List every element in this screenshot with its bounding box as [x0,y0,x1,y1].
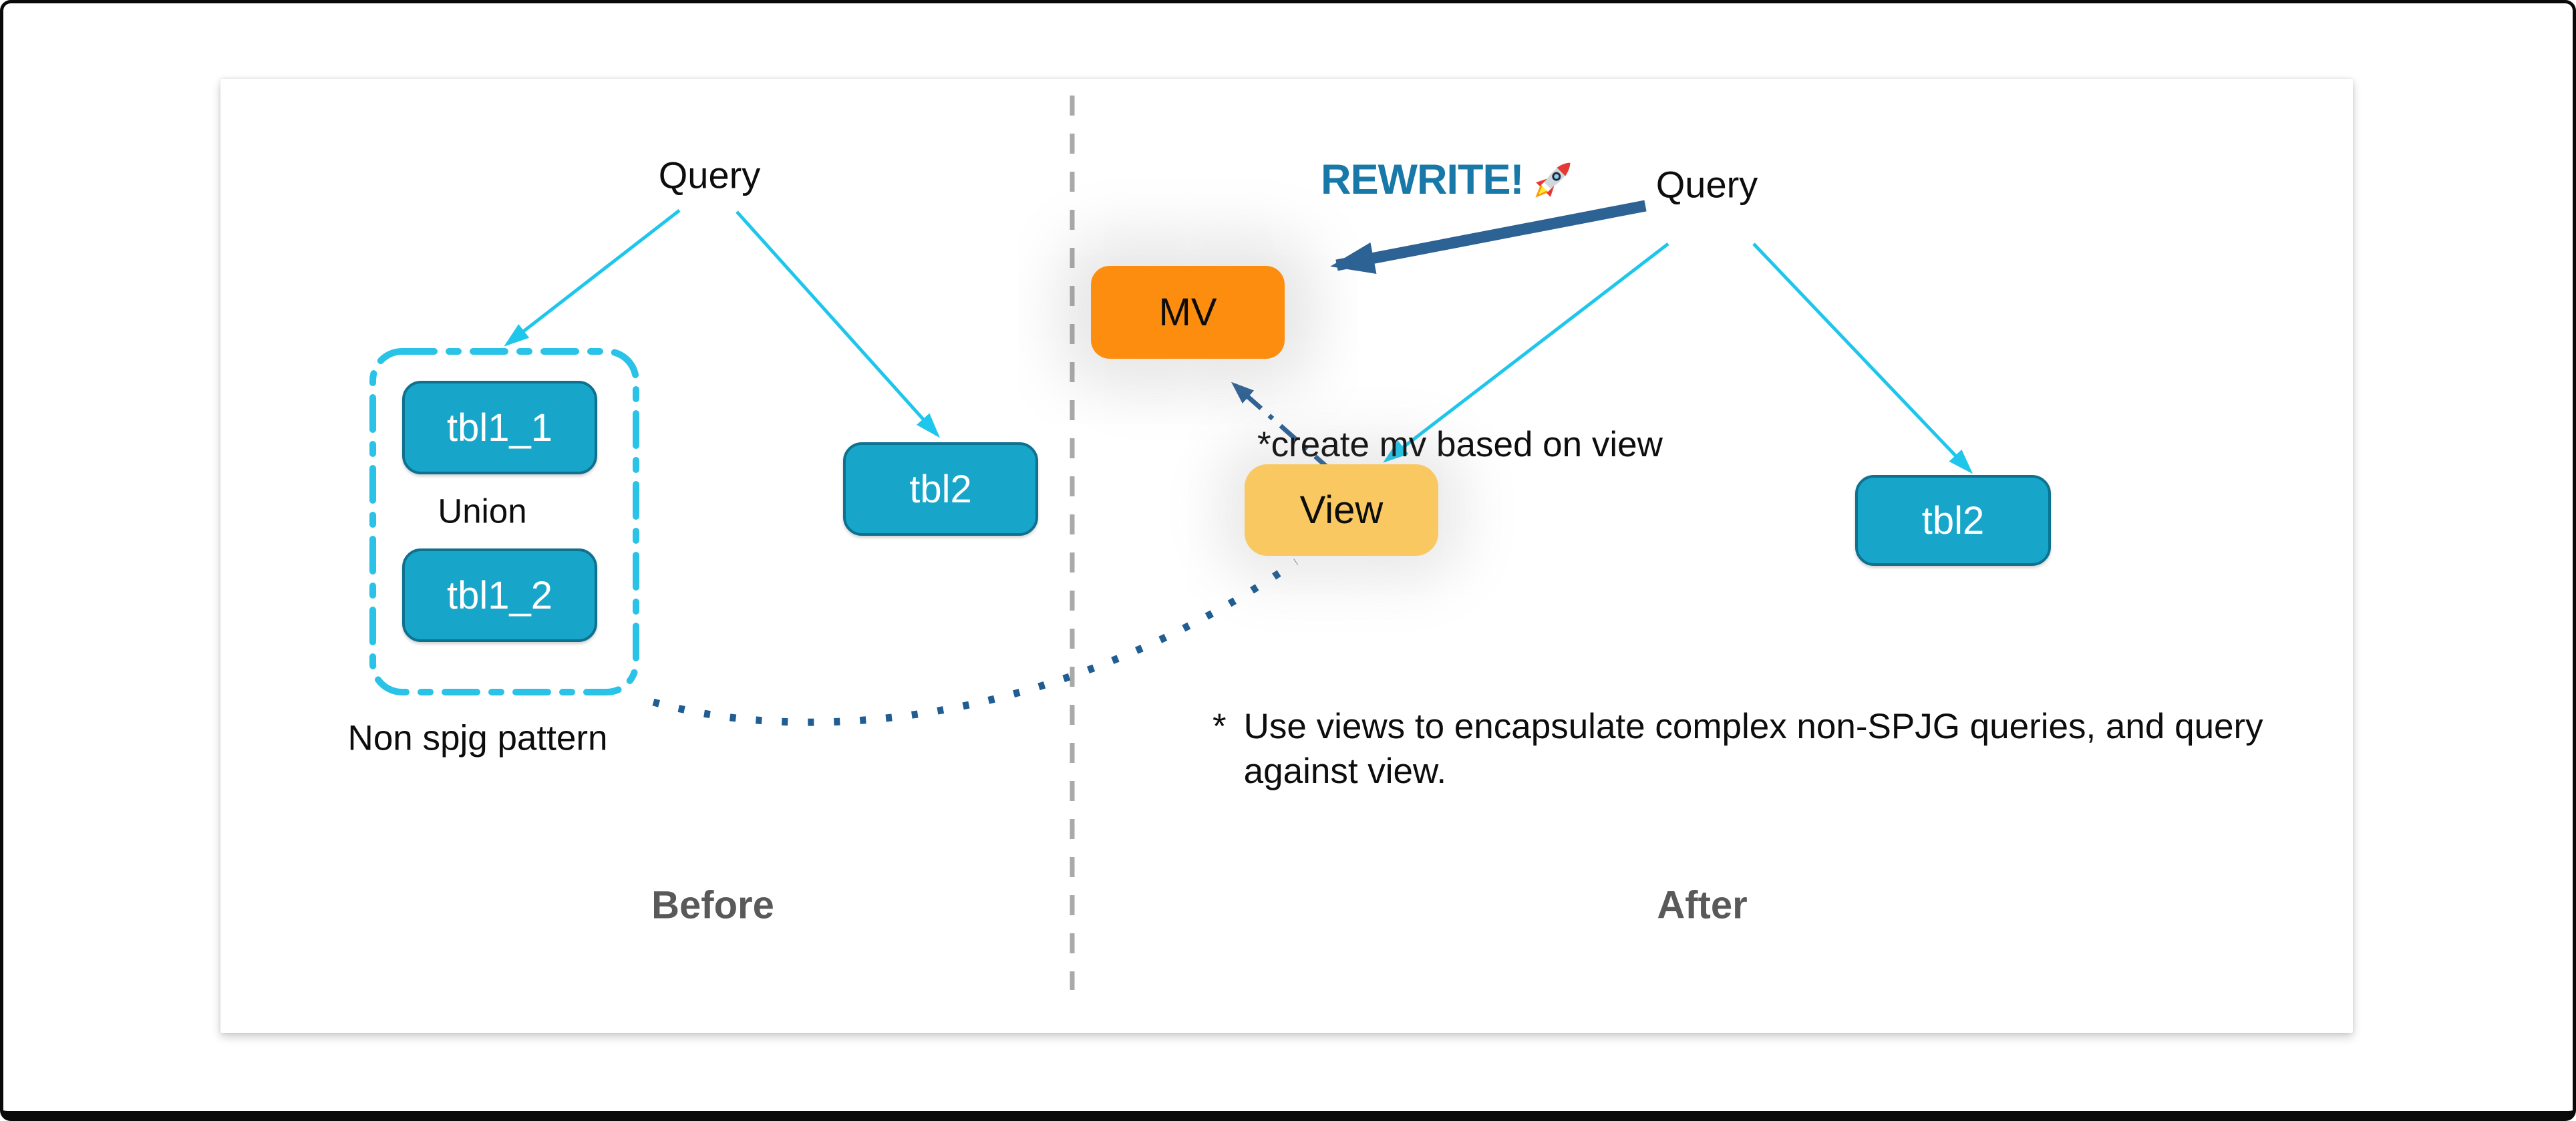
footnote-line-2: against view. [1243,752,1447,791]
non-spjg-pattern-caption: Non spjg pattern [347,718,608,758]
footnote: * Use views to encapsulate complex non-S… [1213,704,2263,794]
mv-node: MV [1091,266,1285,359]
rocket-icon [1535,162,1571,198]
view-node-label: View [1299,488,1384,532]
after-section-label: After [1657,883,1748,927]
view-node: View [1245,464,1438,556]
table-node-tbl1-2: tbl1_2 [402,548,597,642]
union-operator-label: Union [438,492,527,530]
rewrite-label: REWRITE! [1321,156,1524,203]
table-node-label: tbl2 [909,467,972,511]
create-mv-note: *create mv based on view [1257,425,1663,464]
footnote-text: Use views to encapsulate complex non-SPJ… [1244,704,2263,794]
before-section-label: Before [651,883,774,927]
table-node-label: tbl2 [1921,498,1985,542]
table-node-tbl2-right: tbl2 [1855,475,2051,566]
footnote-line-1: Use views to encapsulate complex non-SPJ… [1243,707,2263,746]
table-node-tbl1-1: tbl1_1 [402,381,597,474]
footnote-marker: * [1213,707,1227,746]
table-node-label: tbl1_2 [446,573,553,617]
table-node-tbl2-left: tbl2 [843,442,1038,536]
query-label-after: Query [1655,163,1758,206]
table-node-label: tbl1_1 [446,406,553,450]
mv-node-label: MV [1158,291,1217,334]
rewrite-banner: REWRITE! [1321,153,1581,206]
query-label-before: Query [658,154,761,196]
